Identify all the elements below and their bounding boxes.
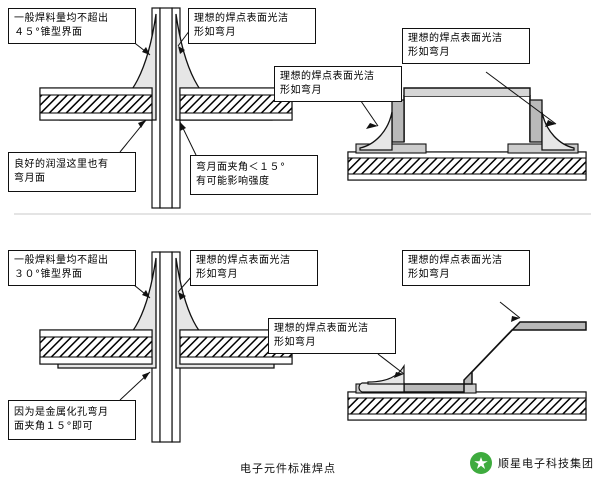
callout-line: ３０°锥型界面 — [14, 269, 83, 280]
bottom-right-lead-joint — [347, 301, 587, 421]
callout-line: 因为是金属化孔弯月 — [14, 407, 109, 418]
callout-line: 良好的润湿这里也有 — [14, 159, 109, 170]
callout-line: 理想的焊点表面光洁 — [196, 255, 291, 266]
top-left-pth-joint — [39, 7, 293, 209]
top-right-smd-joint — [347, 71, 587, 181]
callout-top-right-upper: 理想的焊点表面光洁 形如弯月 — [402, 28, 530, 64]
callout-top-center-upper: 理想的焊点表面光洁 形如弯月 — [188, 8, 316, 44]
diagram-caption: 电子元件标准焊点 — [240, 462, 336, 475]
callout-line: 形如弯月 — [280, 85, 322, 96]
brand-footer: 顺星电子科技集团 — [470, 452, 594, 474]
callout-line: 面夹角１５°即可 — [14, 421, 93, 432]
callout-line: 形如弯月 — [408, 47, 450, 58]
callout-line: 形如弯月 — [194, 27, 236, 38]
callout-line: 形如弯月 — [408, 269, 450, 280]
callout-bottom-left-upper: 一般焊料量均不超出 ３０°锥型界面 — [8, 250, 136, 286]
brand-name: 顺星电子科技集团 — [498, 457, 594, 470]
callout-top-left-upper: 一般焊料量均不超出 ４５°锥型界面 — [8, 8, 136, 44]
callout-bottom-right-upper: 理想的焊点表面光洁 形如弯月 — [402, 250, 530, 286]
star-logo-icon — [470, 452, 492, 474]
callout-bottom-center-upper: 理想的焊点表面光洁 形如弯月 — [190, 250, 318, 286]
callout-line: 形如弯月 — [274, 337, 316, 348]
callout-line: ４５°锥型界面 — [14, 27, 83, 38]
callout-line: 理想的焊点表面光洁 — [408, 255, 503, 266]
callout-line: 有可能影响强度 — [196, 176, 270, 187]
callout-line: 弯月面夹角＜１５° — [196, 162, 286, 173]
callout-top-center-lower: 弯月面夹角＜１５° 有可能影响强度 — [190, 155, 318, 195]
callout-line: 一般焊料量均不超出 — [14, 13, 109, 24]
callout-bottom-center-mid: 理想的焊点表面光洁 形如弯月 — [268, 318, 396, 354]
callout-top-left-lower: 良好的润湿这里也有 弯月面 — [8, 152, 136, 192]
callout-line: 理想的焊点表面光洁 — [280, 71, 375, 82]
callout-top-right-mid: 理想的焊点表面光洁 形如弯月 — [274, 66, 402, 102]
callout-line: 理想的焊点表面光洁 — [194, 13, 289, 24]
callout-line: 一般焊料量均不超出 — [14, 255, 109, 266]
callout-line: 理想的焊点表面光洁 — [408, 33, 503, 44]
callout-line: 弯月面 — [14, 173, 46, 184]
callout-line: 形如弯月 — [196, 269, 238, 280]
callout-bottom-left-lower: 因为是金属化孔弯月 面夹角１５°即可 — [8, 400, 136, 440]
callout-line: 理想的焊点表面光洁 — [274, 323, 369, 334]
